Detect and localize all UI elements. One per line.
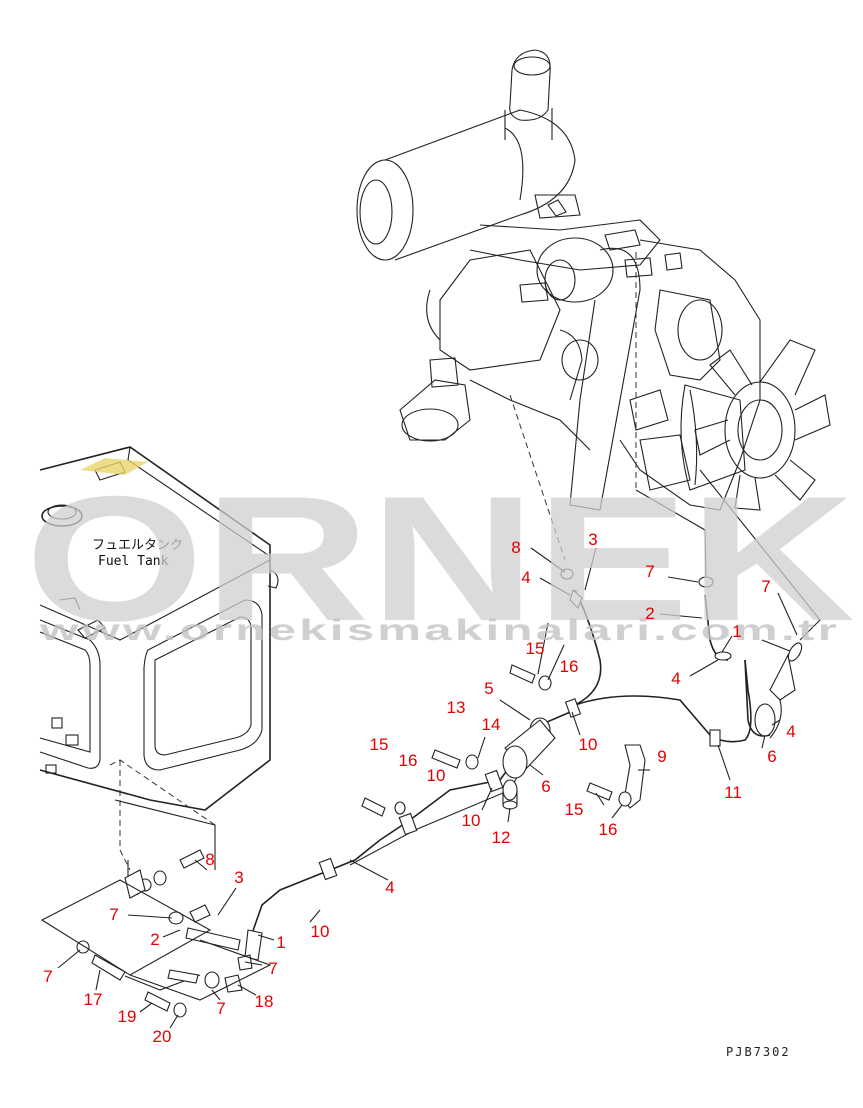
callout-13: 13: [447, 698, 466, 717]
callout-8-top: 8: [511, 538, 520, 557]
tank-label-en: Fuel Tank: [98, 554, 169, 569]
callout-4-r2: 4: [786, 722, 795, 741]
callout-10-c: 10: [462, 811, 481, 830]
callout-18: 18: [255, 992, 274, 1011]
callout-17: 17: [84, 990, 103, 1009]
callout-14: 14: [482, 715, 501, 734]
callout-7-r2: 7: [761, 577, 770, 596]
fuel-tank-drawing: フュエルタンク Fuel Tank: [39, 446, 279, 896]
engine-drawing: [356, 49, 831, 641]
callout-15-b: 15: [370, 735, 389, 754]
cooling-fan: [680, 339, 831, 511]
callout-9: 9: [657, 747, 666, 766]
watermark-brand: ORNEK: [25, 459, 855, 658]
callout-16-a: 16: [560, 657, 579, 676]
callout-20: 20: [153, 1027, 172, 1046]
callout-1-r: 1: [732, 622, 741, 641]
callout-7-l4: 7: [216, 999, 225, 1018]
callout-1-l: 1: [276, 933, 285, 952]
watermark-url: www.ornekismakinalari.com.tr: [38, 614, 840, 647]
watermark: ORNEK www.ornekismakinalari.com.tr: [25, 459, 855, 658]
callout-7-l3: 7: [43, 967, 52, 986]
callout-10-d: 10: [311, 922, 330, 941]
callout-6-a: 6: [767, 747, 776, 766]
callout-16-c: 16: [599, 820, 618, 839]
callout-2-r: 2: [645, 604, 654, 623]
callout-11: 11: [724, 783, 742, 802]
callout-8-l: 8: [205, 850, 214, 869]
callout-16-b: 16: [399, 751, 418, 770]
callout-15-a: 15: [526, 639, 545, 658]
callout-7-l2: 7: [268, 959, 277, 978]
callout-6-b: 6: [541, 777, 550, 796]
callout-10-a: 10: [579, 735, 598, 754]
callout-7-l1: 7: [109, 905, 118, 924]
callout-3-l: 3: [234, 868, 243, 887]
callout-4-m: 4: [385, 878, 394, 897]
callout-4-r1: 4: [671, 669, 680, 688]
callout-4-top: 4: [521, 568, 530, 587]
leader-lines: [57, 547, 798, 1029]
drawing-code: PJB7302: [726, 1045, 791, 1059]
callout-7-r1: 7: [645, 562, 654, 581]
callout-19: 19: [118, 1007, 137, 1026]
callout-12: 12: [492, 828, 511, 847]
callout-15-c: 15: [565, 800, 584, 819]
callout-10-b: 10: [427, 766, 446, 785]
tank-label-jp: フュエルタンク: [92, 538, 183, 553]
callout-2-l: 2: [150, 930, 159, 949]
fuel-lines: [40, 568, 803, 1018]
callout-3-top: 3: [588, 530, 597, 549]
callout-5: 5: [484, 679, 493, 698]
